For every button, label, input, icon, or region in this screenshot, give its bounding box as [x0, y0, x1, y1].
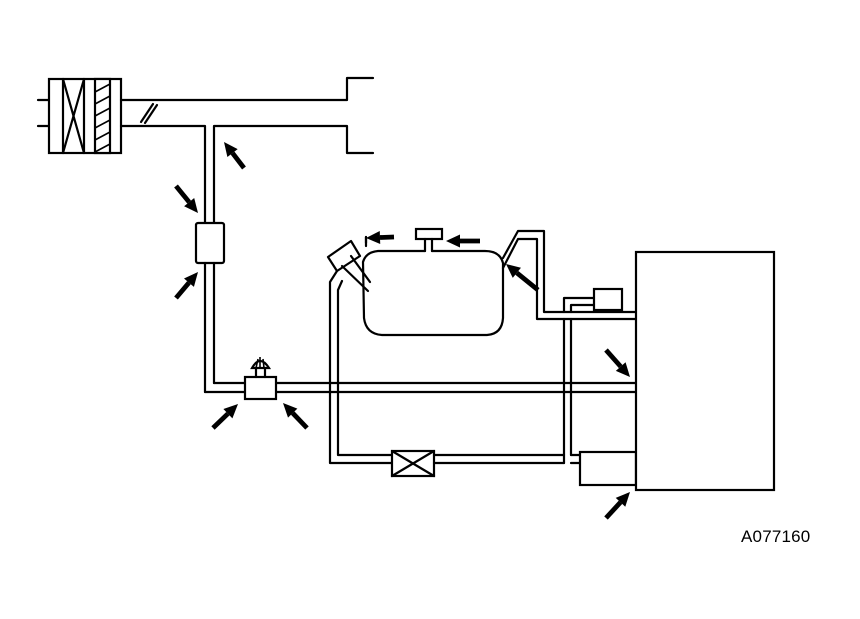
indicator-arrow [366, 231, 395, 244]
indicator-arrow [604, 492, 630, 520]
indicator-arrow [211, 404, 238, 430]
intake-pipe [119, 76, 375, 224]
connector-box [578, 450, 638, 487]
small-sensor-box [562, 287, 624, 314]
indicator-arrow [446, 234, 480, 248]
air-filter-icon [36, 77, 123, 155]
fuel-tank [361, 249, 505, 337]
tank-cap-icon [414, 227, 444, 253]
figure-reference-code: A077160 [741, 527, 811, 546]
arrows [174, 142, 630, 520]
fuel-filter-icon [194, 221, 226, 265]
indicator-arrow [224, 142, 246, 170]
throttle-valve-icon [139, 102, 159, 125]
indicator-arrow [174, 184, 198, 213]
engine-control-unit [634, 250, 776, 492]
indicator-arrow [604, 348, 630, 377]
purge-valve-icon [243, 357, 278, 401]
indicator-arrow [174, 272, 198, 300]
canister-icon [390, 449, 436, 478]
indicator-arrow [506, 264, 540, 292]
indicator-arrow [283, 403, 309, 430]
